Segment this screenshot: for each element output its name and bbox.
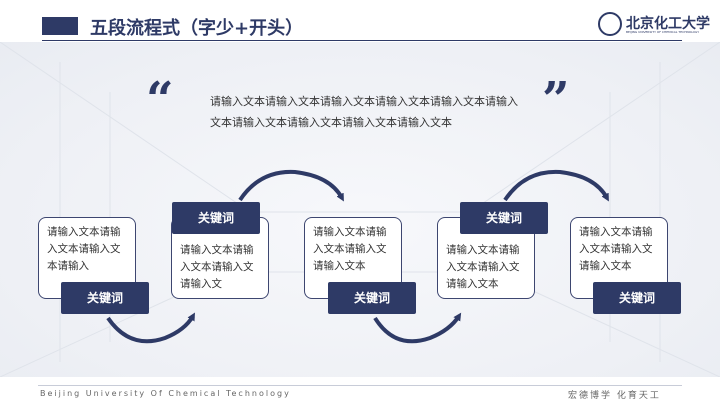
university-logo: 北京化工大学 BEIJING UNIVERSITY OF CHEMICAL TE…: [598, 12, 710, 38]
header-accent-bar: [42, 17, 78, 35]
footer-divider: [38, 385, 682, 386]
step-text-5: 请输入文本请输入文本请输入文请输入文本: [579, 226, 653, 272]
arrow-4-to-5: [503, 169, 609, 202]
logo-text: 北京化工大学: [626, 16, 710, 32]
step-text-2: 请输入文本请输入文本请输入文请输入文: [180, 244, 254, 290]
step-keyword-2: 关键词: [172, 202, 260, 234]
arrow-3-to-4: [373, 312, 462, 344]
footer-university-name: Beijing University Of Chemical Technolog…: [40, 389, 291, 398]
step-keyword-4: 关键词: [460, 202, 548, 234]
logo-subtext: BEIJING UNIVERSITY OF CHEMICAL TECHNOLOG…: [626, 30, 700, 34]
footer-motto: 宏德博学 化育天工: [568, 391, 661, 401]
step-card-1: 请输入文本请输入文本请输入文本请输入: [38, 217, 136, 299]
background-building-image: [0, 42, 720, 377]
step-keyword-3: 关键词: [328, 282, 416, 314]
step-text-3: 请输入文本请输入文本请输入文请输入文本: [313, 226, 387, 272]
page-title: 五段流程式（字少+开头）: [90, 18, 304, 39]
step-keyword-5: 关键词: [593, 282, 681, 314]
step-keyword-1: 关键词: [61, 282, 149, 314]
step-text-1: 请输入文本请输入文本请输入文本请输入: [47, 226, 121, 272]
step-text-4: 请输入文本请输入文本请输入文请输入文本: [446, 244, 520, 290]
intro-text: 请输入文本请输入文本请输入文本请输入文本请输入文本请输入文本请输入文本请输入文本…: [210, 95, 518, 129]
close-quote-icon: ”: [542, 72, 570, 128]
arrow-1-to-2: [106, 312, 195, 344]
seal-icon: [598, 12, 622, 36]
arrow-2-to-3: [238, 169, 344, 202]
header-divider: [42, 40, 682, 41]
open-quote-icon: “: [146, 72, 174, 128]
